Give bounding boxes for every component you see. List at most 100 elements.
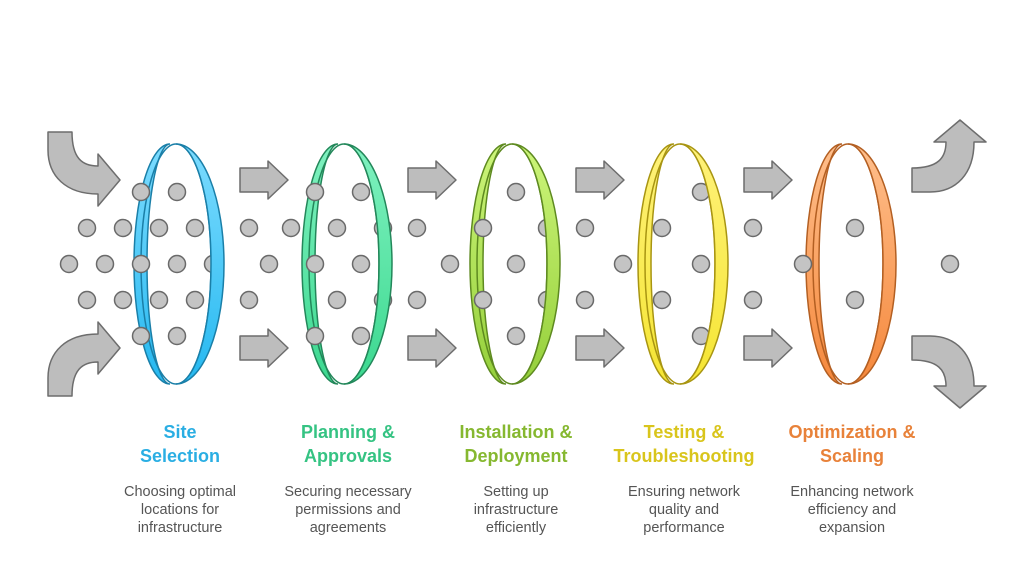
particle-dot-icon [575,290,595,310]
particle-dot-icon [575,218,595,238]
stage-title: Installation & Deployment [421,420,611,468]
particle-dot-icon [167,326,187,346]
particle-dot-icon [407,218,427,238]
particle-dot-icon [239,290,259,310]
flow-arrow-bottom-1-icon [239,328,289,368]
particle-dot-icon [59,254,79,274]
stage-description: Setting up infrastructure efficiently [421,483,611,537]
ring-front-half [343,143,393,385]
particle-dot-icon [351,182,371,202]
particle-dot-icon [613,254,633,274]
particle-dot-icon [113,218,133,238]
particle-dot-icon [259,254,279,274]
stage-description-line: Enhancing network [790,484,914,500]
ring-back-half [805,143,843,385]
particle-dot-icon [149,218,169,238]
particle-dot-icon [351,326,371,346]
particle-dot-icon [743,218,763,238]
entry-arrow-top-icon [47,131,121,207]
ring-back-half [301,143,339,385]
stage-description: Ensuring network quality and performance [589,483,779,537]
particle-dot-icon [185,290,205,310]
stage-description-line: Securing necessary [284,484,412,500]
particle-dot-icon [95,254,115,274]
particle-dot-icon [793,254,813,274]
stage-description-line: performance [643,520,725,536]
ring-front-half [847,143,897,385]
stage-description-line: infrastructure [473,502,559,518]
particle-dot-icon [506,254,526,274]
particle-dot-icon [305,326,325,346]
particle-dot-icon [506,182,526,202]
stage-description: Enhancing network efficiency and expansion [757,483,947,537]
exit-arrow-top-icon [911,119,987,193]
particle-dot-icon [351,254,371,274]
stage-title-line: Installation & [459,422,573,442]
particle-dot-icon [149,290,169,310]
ring-back-half [637,143,675,385]
particle-dot-icon [131,326,151,346]
particle-dot-icon [473,290,493,310]
flow-arrow-bottom-4-icon [743,328,793,368]
particle-dot-icon [652,290,672,310]
particle-dot-icon [506,326,526,346]
flow-arrow-top-3-icon [575,160,625,200]
particle-dot-icon [327,218,347,238]
stage-description-line: efficiency and [807,502,897,518]
stage-title: Testing &Troubleshooting [589,420,779,468]
particle-dot-icon [239,218,259,238]
stage-description-line: agreements [309,520,387,536]
stage-description-line: efficiently [485,520,547,536]
flow-arrow-bottom-2-icon [407,328,457,368]
particle-dot-icon [131,254,151,274]
flow-arrow-top-4-icon [743,160,793,200]
particle-dot-icon [743,290,763,310]
stage-description-line: Ensuring network [627,484,741,500]
particle-dot-icon [691,254,711,274]
stage-title-line: Site [163,422,197,442]
stage-title-line: Deployment [464,446,568,466]
ring-front-half [511,143,561,385]
exit-arrow-bottom-icon [911,335,987,409]
particle-dot-icon [305,182,325,202]
particle-dot-icon [305,254,325,274]
stage-description-line: Setting up [483,484,549,500]
particle-dot-icon [167,254,187,274]
entry-arrow-bottom-icon [47,321,121,397]
stage-title-line: Selection [139,446,221,466]
ring-front-half [175,143,225,385]
stage-title-line: Scaling [819,446,885,466]
stage-description-line: quality and [648,502,720,518]
particle-dot-icon [167,182,187,202]
stage-title-line: Planning & [301,422,395,442]
ring-back-half [469,143,507,385]
stage-title-line: Troubleshooting [613,446,755,466]
ring-back-half [133,143,171,385]
particle-dot-icon [327,290,347,310]
particle-dot-icon [185,218,205,238]
stage-description-line: locations for [140,502,220,518]
particle-dot-icon [845,218,865,238]
particle-dot-icon [113,290,133,310]
ring-front-half [679,143,729,385]
stage-title: Planning &Approvals [253,420,443,468]
particle-dot-icon [281,218,301,238]
particle-dot-icon [77,290,97,310]
particle-dot-icon [131,182,151,202]
stage-description-line: expansion [818,520,886,536]
particle-dot-icon [77,218,97,238]
particle-dot-icon [940,254,960,274]
particle-dot-icon [407,290,427,310]
particle-dot-icon [440,254,460,274]
stage-title-line: Optimization & [788,422,916,442]
flow-arrow-top-2-icon [407,160,457,200]
particle-dot-icon [845,290,865,310]
flow-arrow-bottom-3-icon [575,328,625,368]
stage-description-line: permissions and [295,502,401,518]
stage-description-line: Choosing optimal [123,484,237,500]
particle-dot-icon [652,218,672,238]
stage-title: Optimization & Scaling [757,420,947,468]
